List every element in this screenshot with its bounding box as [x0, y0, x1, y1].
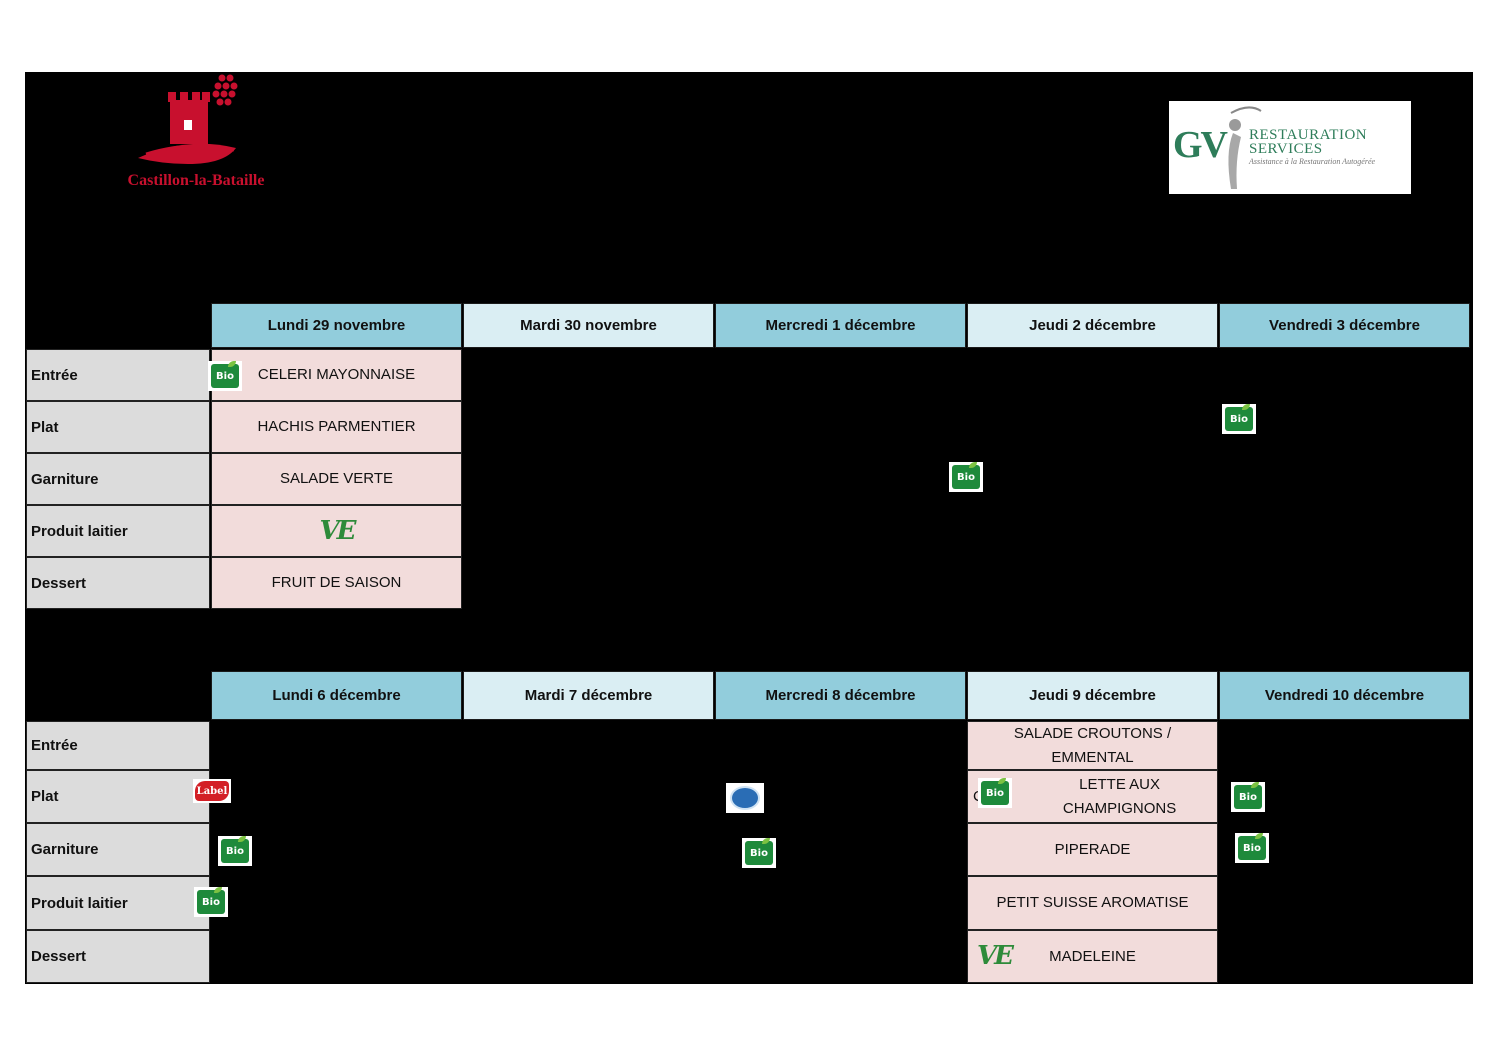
week1-day-header-thursday: Jeudi 2 décembre: [967, 303, 1218, 348]
gv-initials: GV: [1173, 124, 1228, 166]
week1-day-header-monday: Lundi 29 novembre: [211, 303, 462, 348]
bio-label-icon: Bio: [194, 887, 228, 917]
bio-label-icon: Bio: [208, 361, 242, 391]
bio-label-icon: Bio: [1235, 833, 1269, 863]
gv-line2: SERVICES: [1249, 141, 1323, 157]
bio-label-text: Bio: [750, 847, 768, 859]
week2-row-label-garniture: Garniture: [26, 823, 210, 876]
week2-row-label-entree: Entrée: [26, 721, 210, 770]
week1-row-label-entree: Entrée: [26, 349, 210, 401]
bio-label-text: Bio: [957, 471, 975, 483]
week1-row-label-produit-laitier: Produit laitier: [26, 505, 210, 557]
bio-label-icon: Bio: [1231, 782, 1265, 812]
week2-thursday-produit-laitier: PETIT SUISSE AROMATISE: [967, 876, 1218, 930]
ve-badge-text: VE: [977, 941, 1014, 971]
bio-label-text: Bio: [216, 370, 234, 382]
chef-figure-icon: [1228, 106, 1262, 189]
week2-day-header-tuesday: Mardi 7 décembre: [463, 671, 714, 720]
bio-label-icon: Bio: [949, 462, 983, 492]
week2-row-label-produit-laitier: Produit laitier: [26, 876, 210, 930]
week2-day-header-wednesday: Mercredi 8 décembre: [715, 671, 966, 720]
week1-monday-entree: CELERI MAYONNAISE: [211, 349, 462, 401]
bio-label-icon: Bio: [978, 778, 1012, 808]
week2-thursday-dessert: MADELEINE: [967, 930, 1218, 983]
bio-label-text: Bio: [202, 896, 220, 908]
week1-day-header-wednesday: Mercredi 1 décembre: [715, 303, 966, 348]
week1-row-label-plat: Plat: [26, 401, 210, 453]
bio-label-icon: Bio: [742, 838, 776, 868]
week1-day-header-tuesday: Mardi 30 novembre: [463, 303, 714, 348]
gv-tagline: Assistance à la Restauration Autogérée: [1249, 157, 1376, 166]
label-rouge-icon: Label: [193, 779, 231, 803]
ve-badge-icon: VE: [319, 516, 357, 546]
bio-label-icon: Bio: [1222, 404, 1256, 434]
week1-monday-dessert: FRUIT DE SAISON: [211, 557, 462, 609]
bio-label-text: Bio: [226, 845, 244, 857]
week1-monday-plat: HACHIS PARMENTIER: [211, 401, 462, 453]
bio-label-text: Bio: [986, 787, 1004, 799]
week2-day-header-thursday: Jeudi 9 décembre: [967, 671, 1218, 720]
ve-badge-icon: VE: [977, 941, 1014, 971]
bio-label-text: Bio: [1239, 791, 1257, 803]
week2-row-label-plat: Plat: [26, 770, 210, 823]
bio-label-text: Bio: [1243, 842, 1261, 854]
week2-thursday-entree: SALADE CROUTONS / EMMENTAL: [967, 721, 1218, 770]
week2-thursday-garniture: PIPERADE: [967, 823, 1218, 876]
gv-restauration-logo: GV RESTAURATION SERVICES Assistance à la…: [1169, 101, 1411, 194]
week2-row-label-dessert: Dessert: [26, 930, 210, 983]
week1-row-label-garniture: Garniture: [26, 453, 210, 505]
label-rouge-text: Label: [195, 781, 229, 801]
msc-label-icon: [726, 783, 764, 813]
week2-day-header-friday: Vendredi 10 décembre: [1219, 671, 1470, 720]
week1-row-label-dessert: Dessert: [26, 557, 210, 609]
week2-thursday-plat-end: LETTE AUX CHAMPIGNONS: [1062, 775, 1177, 817]
bio-label-icon: Bio: [218, 836, 252, 866]
castillon-logo: Castillon-la-Bataille: [96, 72, 296, 192]
week2-day-header-monday: Lundi 6 décembre: [211, 671, 462, 720]
bio-label-text: Bio: [1230, 413, 1248, 425]
week1-monday-garniture: SALADE VERTE: [211, 453, 462, 505]
castle-icon: [138, 74, 238, 164]
castillon-logo-text: Castillon-la-Bataille: [127, 172, 265, 189]
gv-line1: RESTAURATION: [1249, 127, 1368, 143]
week1-day-header-friday: Vendredi 3 décembre: [1219, 303, 1470, 348]
week1-monday-produit-laitier: VE: [211, 505, 462, 557]
